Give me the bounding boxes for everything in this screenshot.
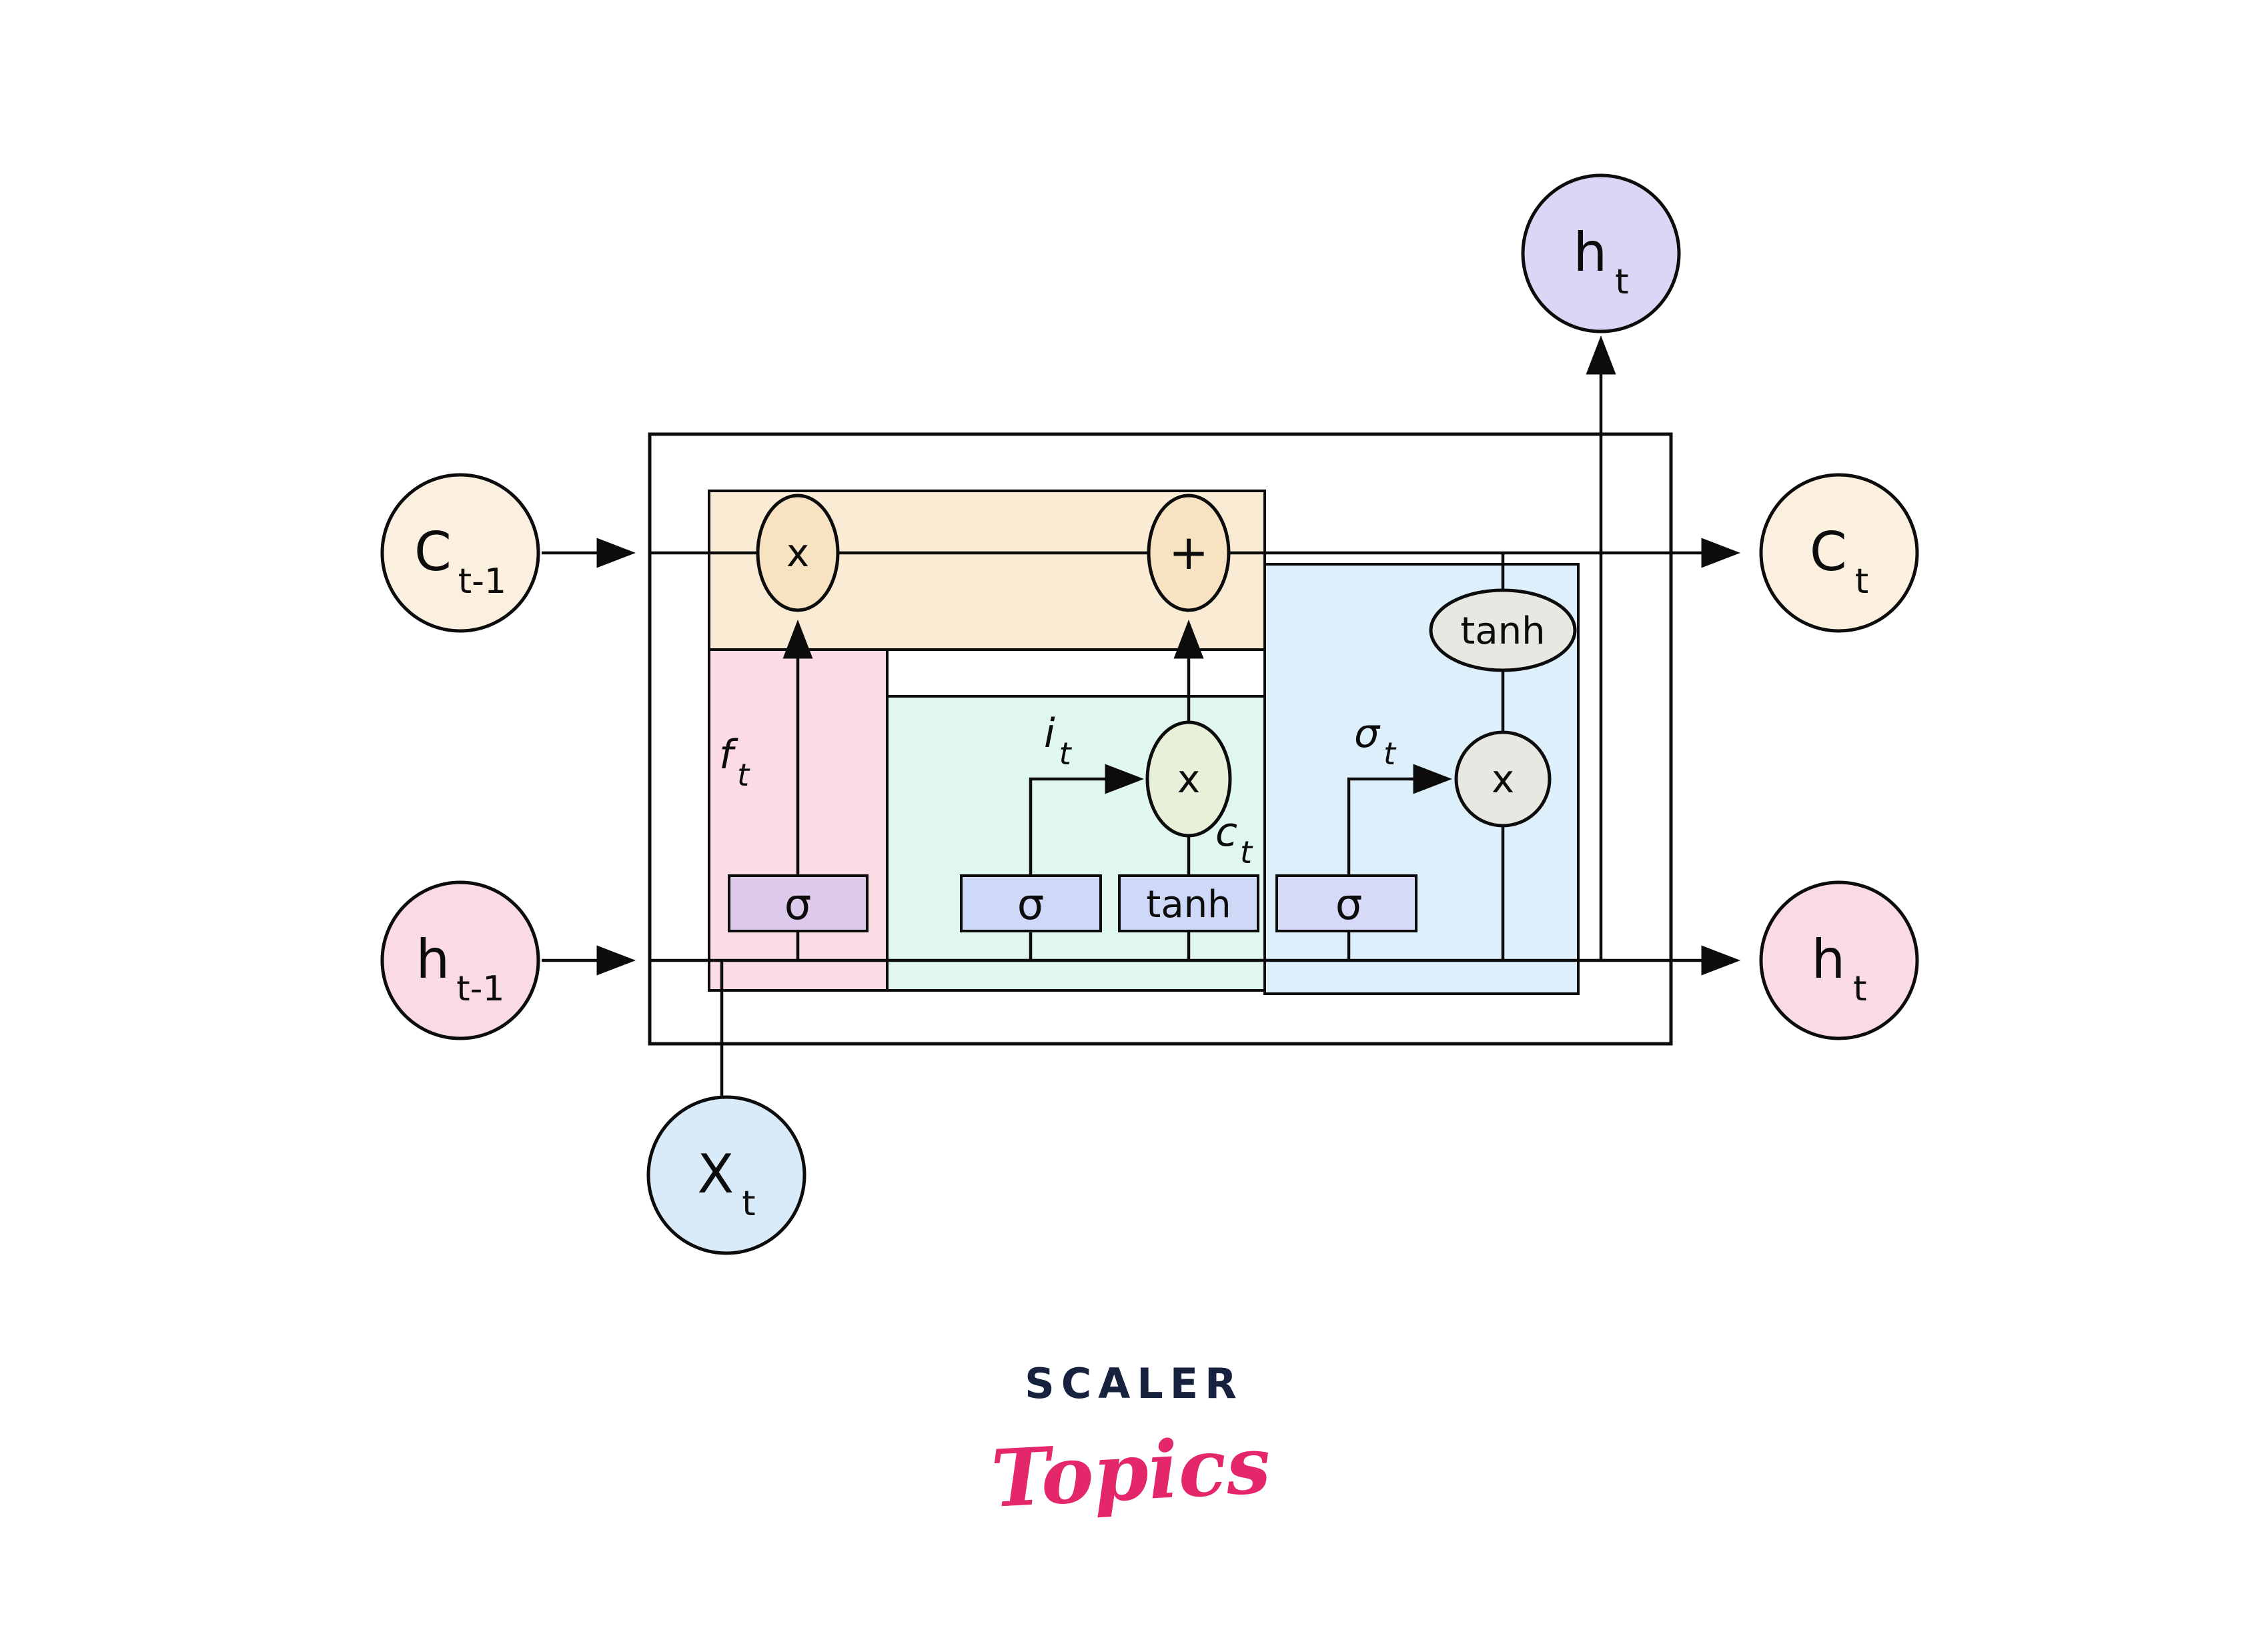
state-add-label: + [1169, 524, 1209, 580]
candidate-multiply-op [1145, 720, 1232, 838]
scaler-topics-logo-script: Topics [989, 1418, 1273, 1525]
output-sigmoid-label: σ [1335, 880, 1363, 930]
cell-state-out-node [1759, 473, 1919, 633]
output-multiply-op [1454, 730, 1552, 828]
hidden-state-top-node [1521, 173, 1681, 333]
hidden-state-prev-node [380, 880, 540, 1040]
state-add-op [1147, 494, 1231, 612]
input-gate-arrow [1029, 764, 1144, 876]
forget-sigmoid-label: σ [784, 880, 812, 930]
candidate-tanh-gate [1118, 874, 1259, 932]
candidate-tanh-label: tanh [1146, 883, 1231, 926]
output-tanh-label: tanh [1460, 610, 1545, 653]
input-node [646, 1095, 806, 1255]
input-sigmoid-gate [960, 874, 1102, 932]
scaler-logo-wordmark: SCALER [1025, 1359, 1243, 1408]
output-multiply-label: x [1492, 756, 1514, 802]
hidden-state-out-node [1759, 880, 1919, 1040]
output-gate-arrow [1347, 764, 1452, 876]
output-sigmoid-gate [1275, 874, 1418, 932]
cell-state-prev-node [380, 473, 540, 633]
forget-multiply-label: x [786, 530, 809, 576]
input-sigmoid-label: σ [1017, 880, 1045, 930]
output-tanh-op [1429, 588, 1577, 672]
forget-multiply-op [756, 494, 840, 612]
candidate-signal-label: ct [1215, 809, 1253, 870]
candidate-multiply-label: x [1177, 756, 1200, 802]
forget-sigmoid-gate [728, 874, 869, 932]
